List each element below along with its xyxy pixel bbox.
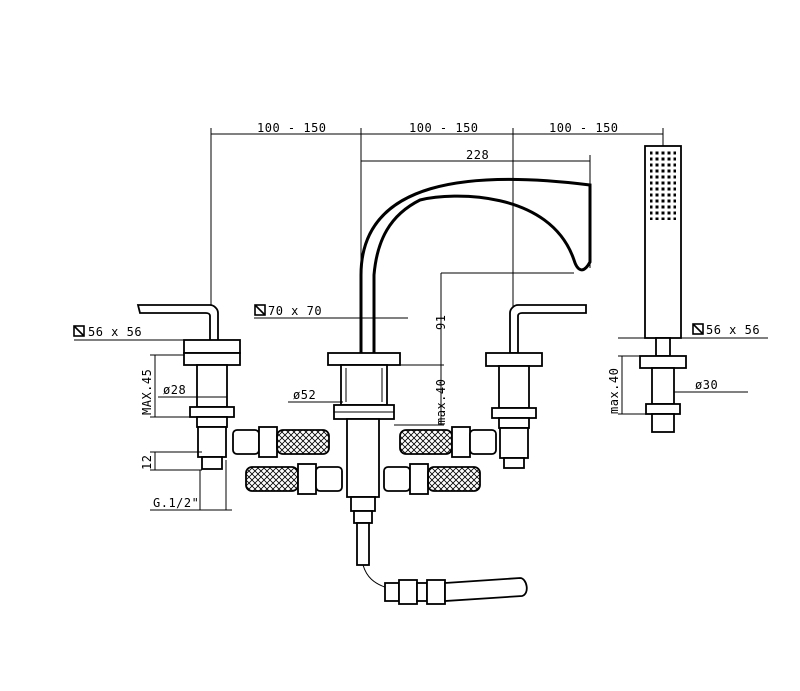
left-thread-label: G.1/2": [153, 496, 199, 510]
spout-reach-label: 228: [466, 148, 489, 162]
spacing-label-1: 100 - 150: [257, 121, 327, 135]
hoses: [232, 426, 528, 605]
spout-max-depth-label: max.40: [434, 379, 448, 425]
right-max-label: max.40: [607, 368, 621, 414]
spout-diameter-label: ø52: [293, 388, 316, 402]
left-valve: 56 x 56 MAX.45 ø28 12 G.1/2": [73, 304, 241, 511]
spout-base-square-label: 70 x 70: [268, 304, 322, 318]
left-rosette-label: 56 x 56: [88, 325, 142, 339]
hand-shower: 56 x 56 max.40 ø30: [607, 145, 768, 433]
left-max-label: MAX.45: [140, 369, 154, 415]
left-thread-len-label: 12: [140, 455, 154, 470]
left-diameter-label: ø28: [163, 383, 186, 397]
right-diameter-label: ø30: [695, 378, 718, 392]
square-symbol: [254, 304, 266, 316]
top-dimensions: 100 - 150 100 - 150 100 - 150 228: [210, 121, 664, 320]
spacing-label-3: 100 - 150: [549, 121, 619, 135]
shower-nozzle-grid: [650, 150, 676, 220]
spout-height-label: 91: [434, 315, 448, 330]
spout: 91 max.40 70 x 70 ø52: [254, 177, 592, 591]
square-symbol-right: [692, 323, 704, 335]
spacing-label-2: 100 - 150: [409, 121, 479, 135]
square-symbol-left: [73, 325, 85, 337]
right-rosette-label: 56 x 56: [706, 323, 760, 337]
right-valve: [485, 304, 587, 469]
